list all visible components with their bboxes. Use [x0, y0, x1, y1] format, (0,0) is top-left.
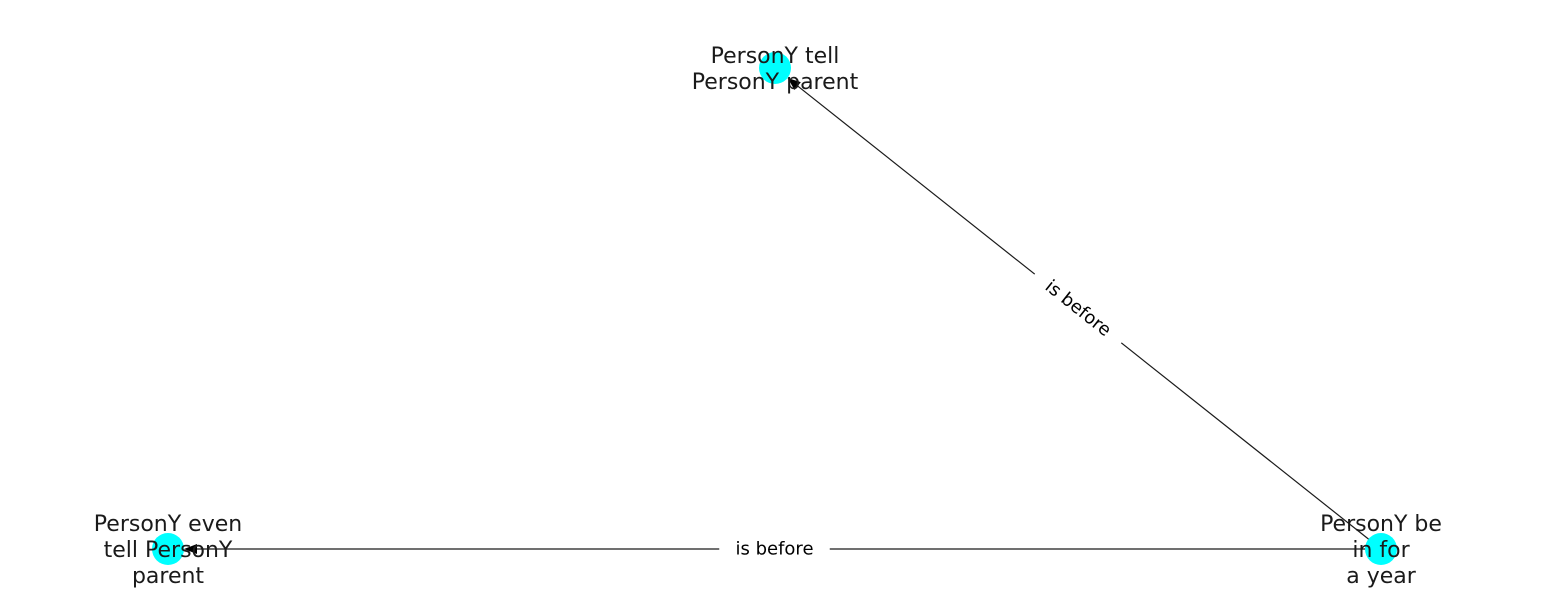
- edge-label-background: [719, 537, 830, 561]
- edge-label: is before: [735, 539, 813, 560]
- node-label-line: parent: [132, 564, 204, 589]
- nodes-layer: [152, 52, 1397, 565]
- node-label-line: PersonY parent: [692, 70, 859, 95]
- node-label-line: tell PersonY: [104, 538, 233, 563]
- node-n_right: [1365, 533, 1397, 565]
- edge-label: is before: [1041, 276, 1115, 341]
- node-label-line: a year: [1346, 564, 1417, 589]
- node-circle: [759, 52, 791, 84]
- edge-label-group: is before: [1027, 264, 1129, 353]
- node-label-line: PersonY tell: [711, 44, 840, 69]
- node-label-line: PersonY be: [1320, 512, 1442, 537]
- node-label-line: in for: [1352, 538, 1410, 563]
- edge-label-group: is before: [719, 537, 830, 561]
- arrow-head-icon: [184, 544, 197, 554]
- node-circle: [1365, 533, 1397, 565]
- arrow-head-icon: [787, 77, 801, 90]
- node-n_left: [152, 533, 184, 565]
- node-circle: [152, 533, 184, 565]
- node-n_top: [759, 52, 791, 84]
- edge-label-background: [1027, 264, 1129, 353]
- edges-layer: [184, 77, 1382, 554]
- node-label-line: PersonY even: [94, 512, 242, 537]
